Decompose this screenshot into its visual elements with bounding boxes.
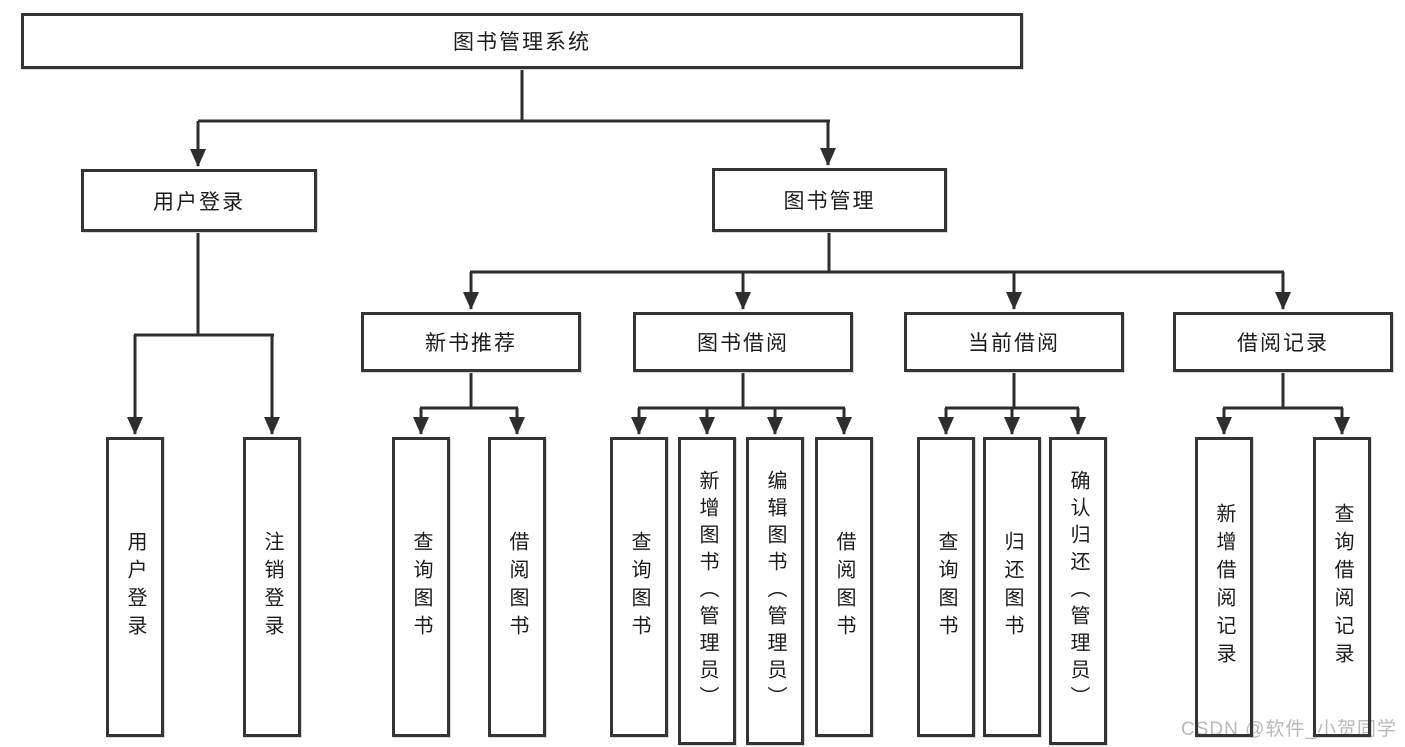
leaf-bb-add-book-admin: 新增图书（管理员） <box>678 437 736 745</box>
leaf-cb-return-books: 归还图书 <box>983 437 1041 737</box>
leaf-cb-query-books: 查询图书 <box>917 437 975 737</box>
leaf-user-login: 用户登录 <box>106 437 164 737</box>
leaf-br-add-record: 新增借阅记录 <box>1195 437 1253 737</box>
node-borrow-records: 借阅记录 <box>1173 312 1393 372</box>
leaf-br-query-record: 查询借阅记录 <box>1313 437 1371 737</box>
leaf-bb-borrow-books: 借阅图书 <box>815 437 873 737</box>
node-book-management: 图书管理 <box>712 168 947 232</box>
leaf-bb-query-books: 查询图书 <box>610 437 668 737</box>
node-user-login: 用户登录 <box>81 169 317 232</box>
leaf-bb-edit-book-admin: 编辑图书（管理员） <box>746 437 804 745</box>
csdn-watermark: CSDN @软件_小贺同学 <box>1181 719 1397 740</box>
node-book-borrow: 图书借阅 <box>633 312 853 372</box>
node-root-library-system: 图书管理系统 <box>21 13 1023 69</box>
leaf-cb-confirm-return-admin: 确认归还（管理员） <box>1049 437 1107 745</box>
node-current-borrow: 当前借阅 <box>904 312 1124 372</box>
leaf-logout: 注销登录 <box>243 437 301 737</box>
leaf-nb-query-books: 查询图书 <box>392 437 450 737</box>
leaf-nb-borrow-books: 借阅图书 <box>488 437 546 737</box>
node-new-book-recommend: 新书推荐 <box>361 312 581 372</box>
